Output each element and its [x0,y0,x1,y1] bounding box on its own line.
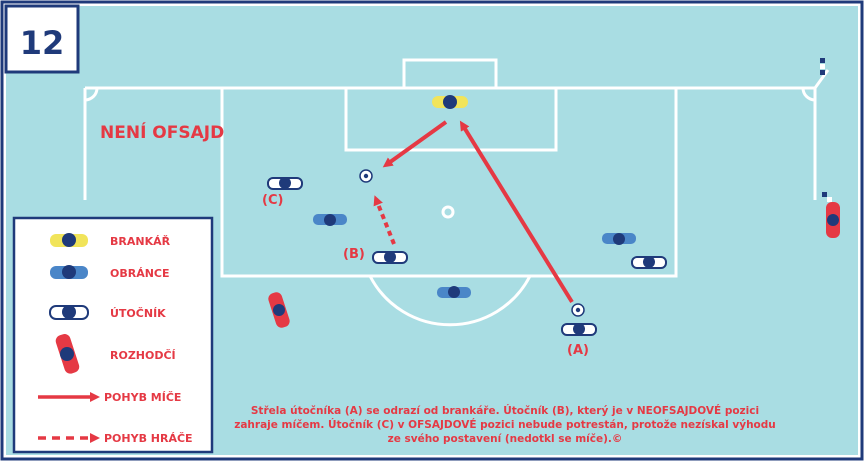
penalty-arc [368,275,532,327]
attacker-a-icon [561,323,597,336]
attacker-icon [631,256,667,269]
legend-defender-label: OBRÁNCE [110,267,170,280]
ball-move-arrow-rebound [382,120,448,168]
legend-attacker-label: ÚTOČNÍK [110,307,166,320]
corner-arc-right [801,87,816,102]
player-move-arrow [373,195,396,245]
legend-player-move-label: POHYB HRÁČE [104,432,193,445]
legend-ball-move-label: POHYB MÍČE [104,391,181,404]
ball-icon [359,169,373,183]
defender-icon [437,286,471,298]
label-b: (B) [343,247,365,262]
corner-flag-icon [820,58,825,75]
caption-line-1: Střela útočníka (A) se odrazí od brankář… [251,404,759,417]
legend-referee-label: ROZHODČÍ [110,349,176,362]
ball-icon [571,303,585,317]
caption-line-2: zahraje míčem. Útočník (C) v OFSAJDOVÉ p… [234,418,776,431]
referee-icon [268,292,290,328]
label-c: (C) [262,193,283,208]
pitch-lines [83,58,830,327]
goal [402,58,498,90]
attacker-c-icon [267,177,303,190]
figure-number: 12 [20,24,65,62]
ball-move-arrow-shot [459,120,574,304]
legend-referee-icon [55,334,80,374]
corner-flag-pole [813,69,830,89]
legend-attacker-icon [49,305,89,320]
corner-arc-left [84,87,99,102]
diagram-title: NENÍ OFSAJD [100,121,224,143]
goalkeeper-icon [432,95,468,109]
defender-icon [602,233,636,245]
figure-number-box: 12 [4,4,80,74]
penalty-spot [441,205,455,219]
caption: Střela útočníka (A) se odrazí od brankář… [234,404,776,445]
assistant-flag-icon [822,192,832,202]
attacker-b-icon [372,251,408,264]
assistant-referee-icon [826,202,840,238]
label-a: (A) [567,343,589,358]
legend-goalkeeper-icon [50,233,88,247]
legend: BRANKÁŘ OBRÁNCE ÚTOČNÍK ROZHODČÍ POHYB M… [12,216,214,454]
caption-line-3: ze svého postavení (nedotkl se míče).© [388,433,623,445]
defender-icon [313,214,347,226]
legend-goalkeeper-label: BRANKÁŘ [110,235,171,248]
legend-defender-icon [50,265,88,279]
